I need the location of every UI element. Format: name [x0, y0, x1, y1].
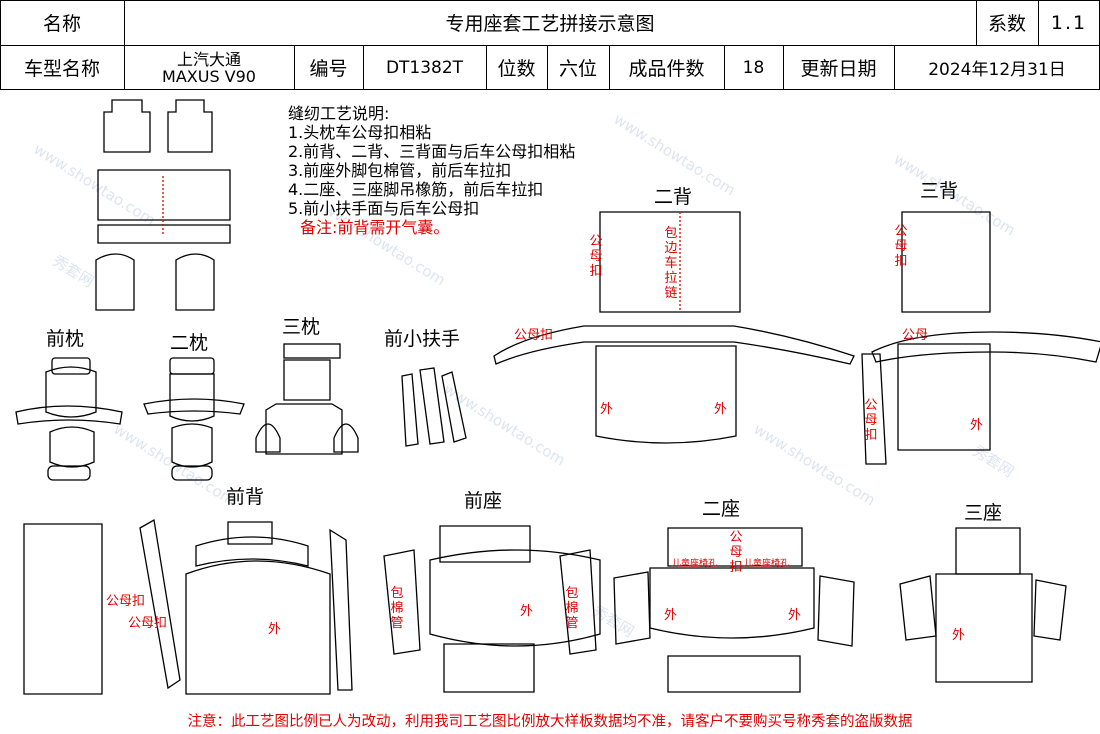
seat-thumbnail	[95, 99, 231, 311]
third-headrest-pattern	[255, 343, 359, 455]
note-item: 4.二座、三座脚吊橡筋，前后车拉扣	[288, 180, 544, 199]
front-headrest-pattern	[15, 357, 123, 481]
annotation-outer: 外	[952, 628, 966, 643]
seats-label: 位数	[497, 58, 536, 80]
coef-value: 1.1	[1050, 11, 1088, 34]
annotation-outer: 外	[268, 622, 282, 637]
page-title: 专用座套工艺拼接示意图	[445, 13, 655, 35]
footer-notice: 注意：此工艺图比例已人为改动，利用我司工艺图比例放大样板数据均不准，请客户不要购…	[187, 714, 913, 730]
third-seat-pattern	[899, 527, 1067, 683]
front-armrest-pattern	[401, 367, 467, 447]
pieces-label: 成品件数	[628, 58, 705, 80]
annotation-snap: 公母扣	[589, 234, 603, 279]
annotation-outer: 外	[664, 608, 678, 623]
notes-remark: 备注:前背需开气囊。	[300, 218, 450, 237]
name-label: 名称	[42, 13, 81, 35]
code-value: DT1382T	[385, 57, 464, 78]
label-front-headrest: 前枕	[46, 328, 85, 350]
note-item: 5.前小扶手面与后车公母扣	[288, 199, 480, 218]
annotation-snap: 公母扣	[864, 398, 878, 443]
annotation-outer: 外	[788, 608, 802, 623]
annotation-outer: 外	[520, 604, 534, 619]
second-headrest-pattern	[143, 357, 245, 481]
label-front-back: 前背	[226, 486, 265, 508]
label-second-headrest: 二枕	[170, 332, 209, 354]
third-back-pattern	[861, 211, 1100, 465]
label-second-back: 二背	[654, 186, 693, 208]
second-seat-pattern	[613, 527, 855, 693]
annotation-snap: 公母扣	[514, 328, 554, 343]
notes-heading: 缝纫工艺说明:	[288, 104, 390, 123]
note-item: 3.前座外脚包棉管，前后车拉扣	[288, 161, 512, 180]
annotation-snap-abbrev: 公母	[902, 328, 929, 343]
annotation-zipper-edge: 包边车拉链	[664, 226, 678, 301]
model-line2: MAXUS V90	[162, 66, 256, 86]
update-label: 更新日期	[800, 58, 877, 80]
front-back-pattern	[23, 518, 353, 695]
label-third-headrest: 三枕	[282, 316, 321, 338]
annotation-outer: 外	[714, 402, 728, 417]
annotation-snap: 公母扣	[106, 594, 146, 609]
front-seat-pattern	[383, 525, 601, 693]
model-line1: 上汽大通	[176, 49, 241, 69]
sewing-notes: 缝纫工艺说明: 1.头枕车公母扣相粘 2.前背、二背、三背面与后车公母扣相粘 3…	[288, 104, 575, 237]
annotation-child-seat: 儿童座椅孔	[672, 559, 718, 569]
annotation-outer: 外	[600, 402, 614, 417]
seats-value: 六位	[558, 58, 597, 80]
label-front-seat: 前座	[464, 490, 503, 512]
annotation-foam-tube: 包棉管	[390, 586, 404, 631]
coef-label: 系数	[987, 13, 1026, 35]
label-third-seat: 三座	[964, 502, 1003, 524]
annotation-snap: 公母扣	[894, 224, 908, 269]
annotation-snap: 公母扣	[128, 616, 168, 631]
note-item: 2.前背、二背、三背面与后车公母扣相粘	[288, 142, 576, 161]
annotation-foam-tube: 包棉管	[565, 586, 579, 631]
label-third-back: 三背	[920, 180, 959, 202]
model-label: 车型名称	[23, 58, 100, 80]
code-label: 编号	[309, 58, 348, 80]
note-item: 1.头枕车公母扣相粘	[288, 123, 432, 142]
annotation-child-seat: 儿童座椅孔	[744, 559, 790, 569]
label-second-seat: 二座	[702, 498, 741, 520]
label-front-armrest: 前小扶手	[384, 328, 461, 350]
model-value: 上汽大通 MAXUS V90	[124, 45, 294, 90]
second-back-pattern	[493, 211, 855, 444]
header-table: 名称 专用座套工艺拼接示意图 系数 1.1 车型名称 上汽大通 MAXUS V9…	[0, 0, 1100, 90]
update-value: 2024年12月31日	[928, 60, 1066, 80]
annotation-snap: 公母扣	[729, 530, 743, 575]
annotation-outer: 外	[970, 418, 984, 433]
pieces-value: 18	[742, 57, 765, 78]
